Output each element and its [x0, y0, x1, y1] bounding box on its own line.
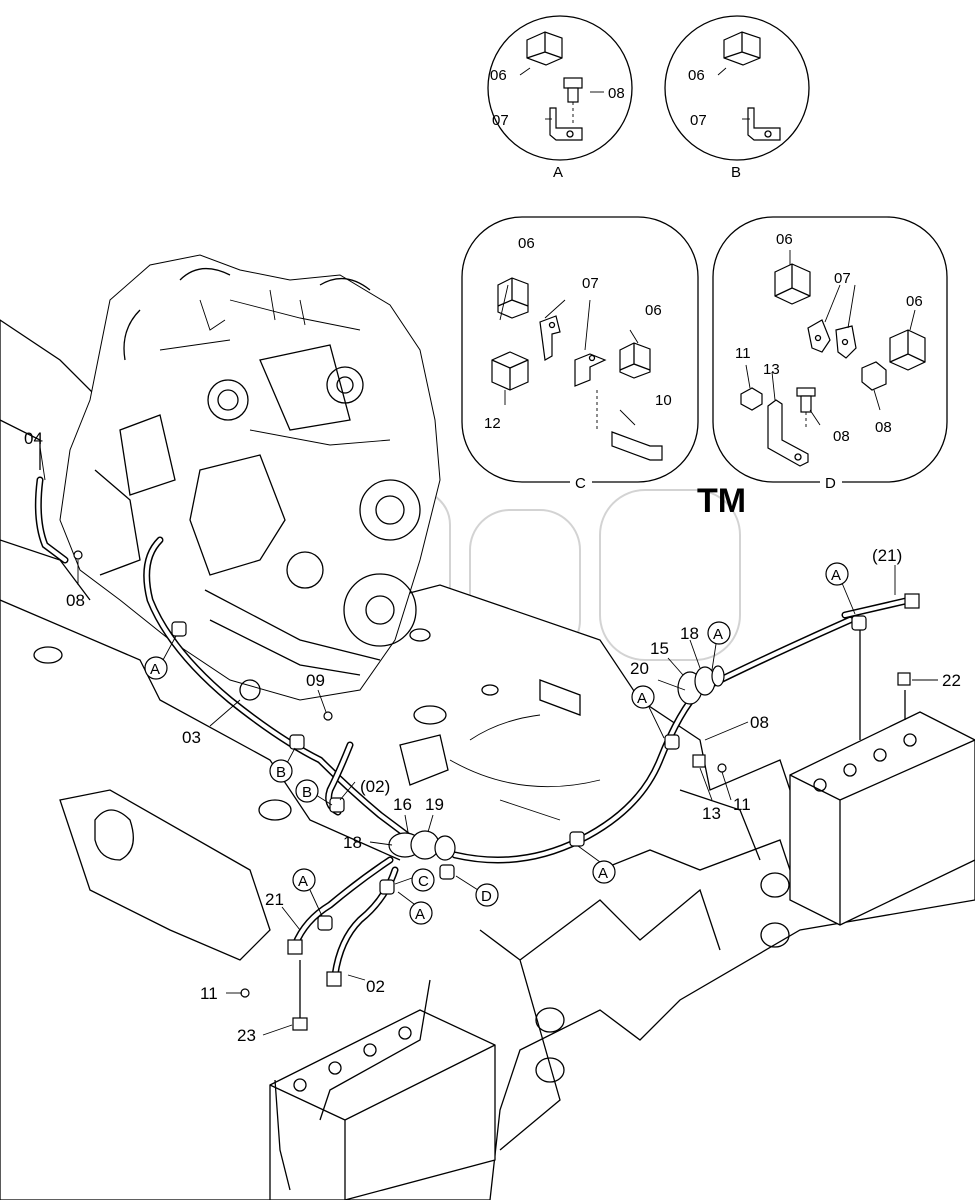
detail-D-label-13: 13	[763, 361, 780, 378]
ref-A-bottom: A	[577, 845, 616, 884]
callout-19: 19	[425, 795, 444, 814]
svg-text:A: A	[637, 690, 647, 707]
battery-left	[269, 1009, 496, 1200]
svg-text:C: C	[418, 873, 429, 890]
detail-A-label-06: 06	[490, 67, 507, 84]
ref-A-21: A	[292, 868, 323, 917]
battery-right	[789, 711, 975, 926]
svg-text:D: D	[481, 888, 492, 905]
ref-D: D	[455, 875, 499, 907]
svg-text:A: A	[598, 865, 608, 882]
detail-A-letter: A	[553, 164, 563, 181]
watermark-trademark: TM	[697, 482, 746, 520]
ref-A-engine: A	[144, 635, 177, 680]
clamps	[73, 550, 911, 1031]
detail-C-label-06-right: 06	[645, 302, 662, 319]
detail-A-label-07: 07	[492, 112, 509, 129]
ref-C: C	[394, 868, 435, 892]
detail-B-label-07: 07	[690, 112, 707, 129]
detail-D-label-11: 11	[735, 345, 751, 362]
svg-text:A: A	[713, 626, 723, 643]
callout-11-left: 11	[200, 984, 218, 1003]
svg-text:A: A	[415, 906, 425, 923]
callout-08-right: 08	[750, 713, 769, 732]
detail-B: 06 07 B	[664, 15, 810, 181]
ref-A-left-bottom: A	[397, 891, 433, 925]
callout-21: 21	[265, 890, 284, 909]
callout-03: 03	[182, 728, 201, 747]
detail-C-label-06-top: 06	[518, 235, 535, 252]
detail-B-letter: B	[731, 164, 741, 181]
callout-08: 08	[66, 591, 85, 610]
ref-B-mid: B	[295, 779, 333, 806]
svg-text:A: A	[150, 661, 160, 678]
detail-C: 06 07 06 12 10 C	[461, 216, 699, 492]
callout-09: 09	[306, 671, 325, 690]
cable-main-A	[451, 616, 854, 864]
callout-02: 02	[366, 977, 385, 996]
callout-04: 04	[24, 429, 43, 448]
grommet-15-18	[677, 665, 725, 705]
callout-22: 22	[942, 671, 961, 690]
detail-C-label-10: 10	[655, 392, 672, 409]
callout-15: 15	[650, 639, 669, 658]
svg-text:A: A	[298, 873, 308, 890]
detail-C-label-07: 07	[582, 275, 599, 292]
leader-lines	[39, 446, 938, 1036]
cable-21-right	[841, 593, 920, 619]
cable-03	[143, 536, 424, 849]
detail-D-label-06-top: 06	[776, 231, 793, 248]
detail-A-label-08: 08	[608, 85, 625, 102]
detail-D-letter: D	[825, 475, 836, 492]
cable-21-left	[287, 856, 394, 955]
callout-02-paren: (02)	[360, 777, 390, 796]
svg-text:A: A	[831, 567, 841, 584]
detail-A: 06 07 08 A	[487, 15, 633, 181]
callout-23: 23	[237, 1026, 256, 1045]
detail-D-label-08-left: 08	[833, 428, 850, 445]
ref-A-grommet: A	[707, 621, 731, 671]
callout-labels: 04 08 03 09 (02) 16 19 18 21 11 02 23 15…	[24, 429, 961, 1045]
callout-13: 13	[702, 804, 721, 823]
ref-A-center: A	[631, 685, 665, 739]
callout-18-left: 18	[343, 833, 362, 852]
detail-B-label-06: 06	[688, 67, 705, 84]
ref-B-lower: B	[269, 747, 296, 783]
callout-18-right: 18	[680, 624, 699, 643]
callout-16: 16	[393, 795, 412, 814]
svg-text:B: B	[302, 784, 312, 801]
ground-wires	[274, 630, 906, 1191]
detail-D: 06 07 06 11 13 08 08 D	[712, 216, 948, 492]
svg-text:B: B	[276, 764, 286, 781]
callout-20: 20	[630, 659, 649, 678]
callout-11-right: 11	[733, 795, 751, 814]
detail-D-label-07: 07	[834, 270, 851, 287]
circle-references: A B B A A C D A A A A	[144, 562, 856, 925]
detail-D-label-08-right: 08	[875, 419, 892, 436]
callout-21-paren: (21)	[872, 546, 902, 565]
engine-assembly	[59, 254, 441, 701]
detail-D-label-06-right: 06	[906, 293, 923, 310]
machine-frame	[0, 319, 975, 1200]
detail-C-letter: C	[575, 475, 586, 492]
cable-04	[34, 476, 69, 564]
ref-A-right: A	[825, 562, 856, 615]
grommet-16-19	[388, 830, 456, 861]
detail-C-label-12: 12	[484, 415, 501, 432]
